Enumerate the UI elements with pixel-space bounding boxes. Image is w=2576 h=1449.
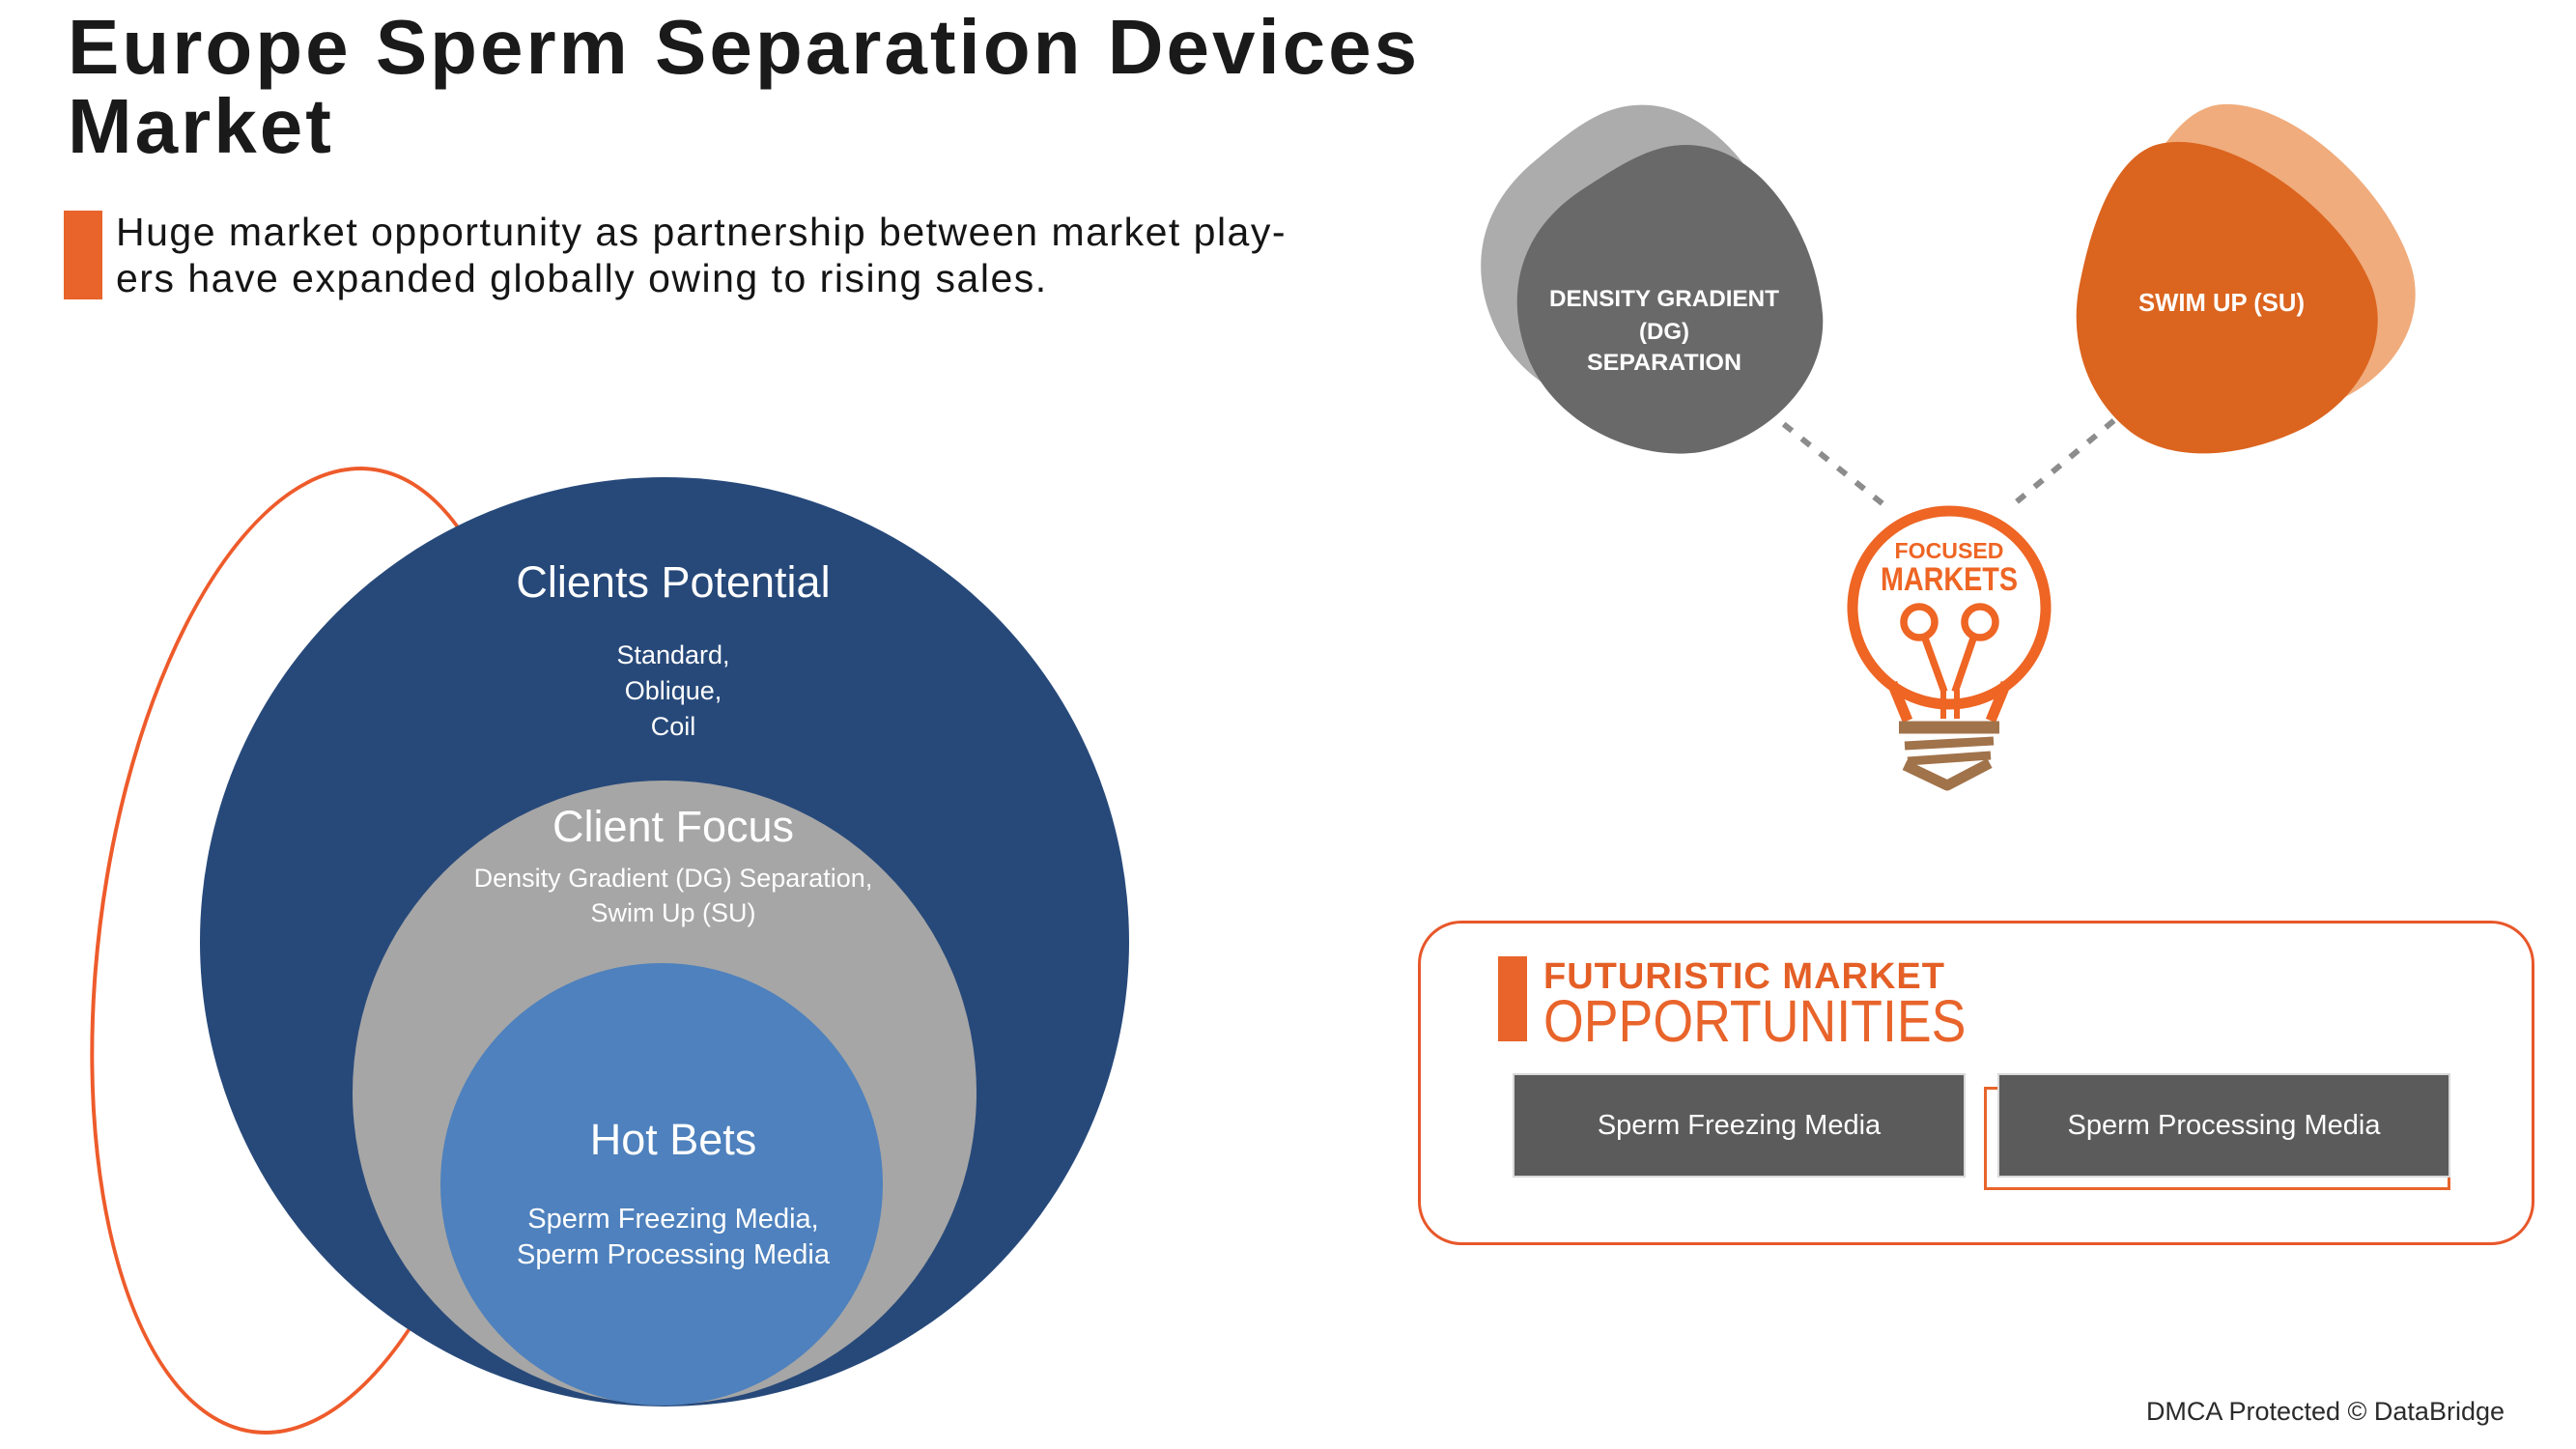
bulb-label-line2: MARKETS xyxy=(1881,561,2018,598)
opportunity-box-label: Sperm Freezing Media xyxy=(1597,1109,1882,1141)
page-title-line2: Market xyxy=(68,83,334,169)
venn-outer-items: Standard, Oblique, Coil xyxy=(383,638,963,745)
venn-middle-items: Density Gradient (DG) Separation, Swim U… xyxy=(383,861,963,930)
venn-middle-title: Client Focus xyxy=(552,802,795,851)
venn-inner-items: Sperm Freezing Media, Sperm Processing M… xyxy=(383,1202,963,1273)
page-title-line1: Europe Sperm Separation Devices xyxy=(68,4,1421,90)
venn-outer-item: Oblique, xyxy=(624,676,722,705)
dashed-connector-right xyxy=(2007,403,2134,511)
opportunity-box-label: Sperm Processing Media xyxy=(2067,1109,2381,1141)
subtitle: Huge market opportunity as partnership b… xyxy=(116,209,1287,301)
bulb-neck xyxy=(1886,680,2012,724)
bulb-glass xyxy=(1847,505,2052,710)
swim-up-label: SWIM UP (SU) xyxy=(2138,288,2305,317)
panel-heading-line2: OPPORTUNITIES xyxy=(1543,988,1967,1054)
bulb-base xyxy=(1899,721,1999,791)
venn-outer-title: Clients Potential xyxy=(516,557,831,607)
bulb-label-line1: FOCUSED xyxy=(1895,538,2004,563)
panel-bullet-bar xyxy=(1498,956,1527,1041)
venn-outer-item: Standard, xyxy=(616,640,730,669)
venn-outer-item: Coil xyxy=(650,712,696,741)
subtitle-line1: Huge market opportunity as partnership b… xyxy=(116,210,1288,254)
focused-markets-diagram: DENSITY GRADIENT (DG) SEPARATION SWIM UP… xyxy=(1481,103,2416,791)
density-gradient-label-line1: DENSITY GRADIENT xyxy=(1549,286,1779,312)
opportunity-box-sperm-processing: Sperm Processing Media xyxy=(1997,1073,2450,1178)
dashed-connector-left xyxy=(1764,407,1891,512)
futuristic-opportunities-panel: FUTURISTIC MARKET OPPORTUNITIES Sperm Fr… xyxy=(1418,921,2534,1245)
venn-middle-item: Swim Up (SU) xyxy=(590,898,756,927)
density-gradient-label-line2: (DG) xyxy=(1639,319,1689,345)
subtitle-line2: ers have expanded globally owing to risi… xyxy=(116,256,1048,300)
venn-middle-item: Density Gradient (DG) Separation, xyxy=(473,864,873,893)
bulb-filament xyxy=(1900,603,1999,719)
venn-inner-item: Sperm Processing Media xyxy=(517,1239,830,1270)
lightbulb-icon: FOCUSED MARKETS xyxy=(1847,505,2052,791)
swim-up-blob xyxy=(2076,141,2378,454)
density-gradient-label-line3: SEPARATION xyxy=(1587,350,1741,376)
venn-inner-item: Sperm Freezing Media, xyxy=(527,1204,819,1235)
dmca-watermark: DMCA Protected © DataBridge xyxy=(2145,1397,2505,1426)
density-gradient-blob xyxy=(1516,145,1824,454)
panel-heading-line1: FUTURISTIC MARKET xyxy=(1543,956,1945,997)
venn-circle-hot-bets xyxy=(440,963,883,1406)
opportunity-box-sperm-freezing: Sperm Freezing Media xyxy=(1513,1073,1966,1178)
venn-inner-title: Hot Bets xyxy=(589,1115,757,1164)
subtitle-bullet-bar xyxy=(64,211,102,299)
page-title: Europe Sperm Separation Devices Market xyxy=(68,8,1420,166)
